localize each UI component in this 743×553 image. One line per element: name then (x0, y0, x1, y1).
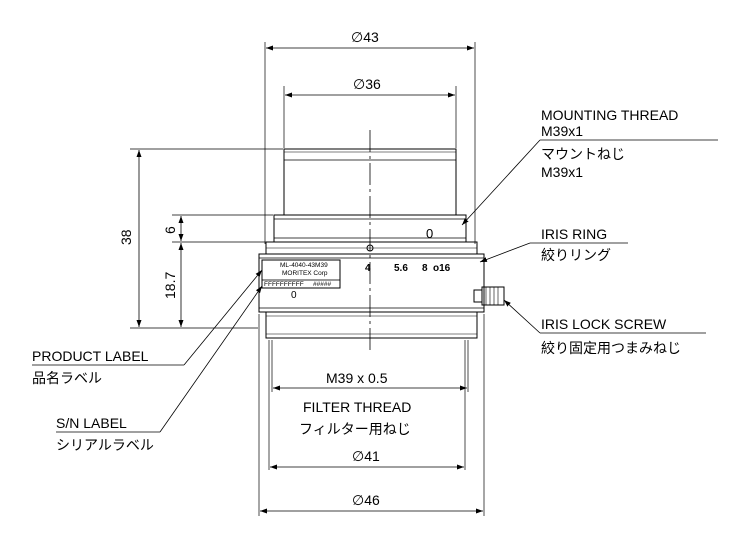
iris-ring-jp: 絞りリング (541, 247, 611, 263)
plate-serial-suffix: ##### (313, 281, 331, 288)
sn-label-en: S/N LABEL (56, 415, 127, 431)
filter-thread-section (265, 311, 478, 339)
product-label-en: PRODUCT LABEL (32, 348, 149, 364)
filter-thread-jp: フィルター用ねじ (299, 421, 411, 437)
plate-model: ML-4040-43M39 (280, 262, 328, 269)
dim-38: 38 (118, 229, 134, 245)
dim-6: 6 (162, 226, 178, 234)
dim-36: ∅36 (353, 76, 381, 92)
dim-46: ∅46 (352, 492, 380, 508)
plate-maker: MORITEX Corp (282, 270, 328, 277)
iris-ring-en: IRIS RING (541, 226, 607, 242)
mounting-thread-spec-jp: M39x1 (541, 164, 583, 180)
plate-mark: 0 (291, 290, 297, 301)
serial-label-plate (261, 279, 341, 289)
plate-serial: FFFFFFFFFF (264, 281, 304, 288)
filter-thread-en: FILTER THREAD (303, 399, 411, 415)
thread-mark: 0 (426, 226, 433, 241)
iris-f1: 4 (365, 263, 371, 274)
index-mark (366, 244, 374, 252)
iris-f4: o16 (433, 263, 451, 274)
iris-f3: 8 (422, 263, 428, 274)
iris-lock-screw (473, 286, 505, 306)
mounting-thread-spec: M39x1 (541, 123, 583, 139)
dim-18-7: 18.7 (162, 272, 178, 299)
product-label-jp: 品名ラベル (32, 370, 102, 386)
dim-m39: M39 x 0.5 (326, 370, 388, 386)
iris-f2: 5.6 (394, 263, 408, 274)
mounting-thread-en: MOUNTING THREAD (541, 107, 678, 123)
iris-lock-jp: 絞り固定用つまみねじ (541, 340, 681, 356)
iris-lock-en: IRIS LOCK SCREW (541, 316, 667, 332)
mounting-thread-jp: マウントねじ (541, 146, 625, 162)
dim-43: ∅43 (351, 29, 379, 45)
dim-41: ∅41 (352, 448, 380, 464)
sn-label-jp: シリアルラベル (56, 437, 154, 453)
